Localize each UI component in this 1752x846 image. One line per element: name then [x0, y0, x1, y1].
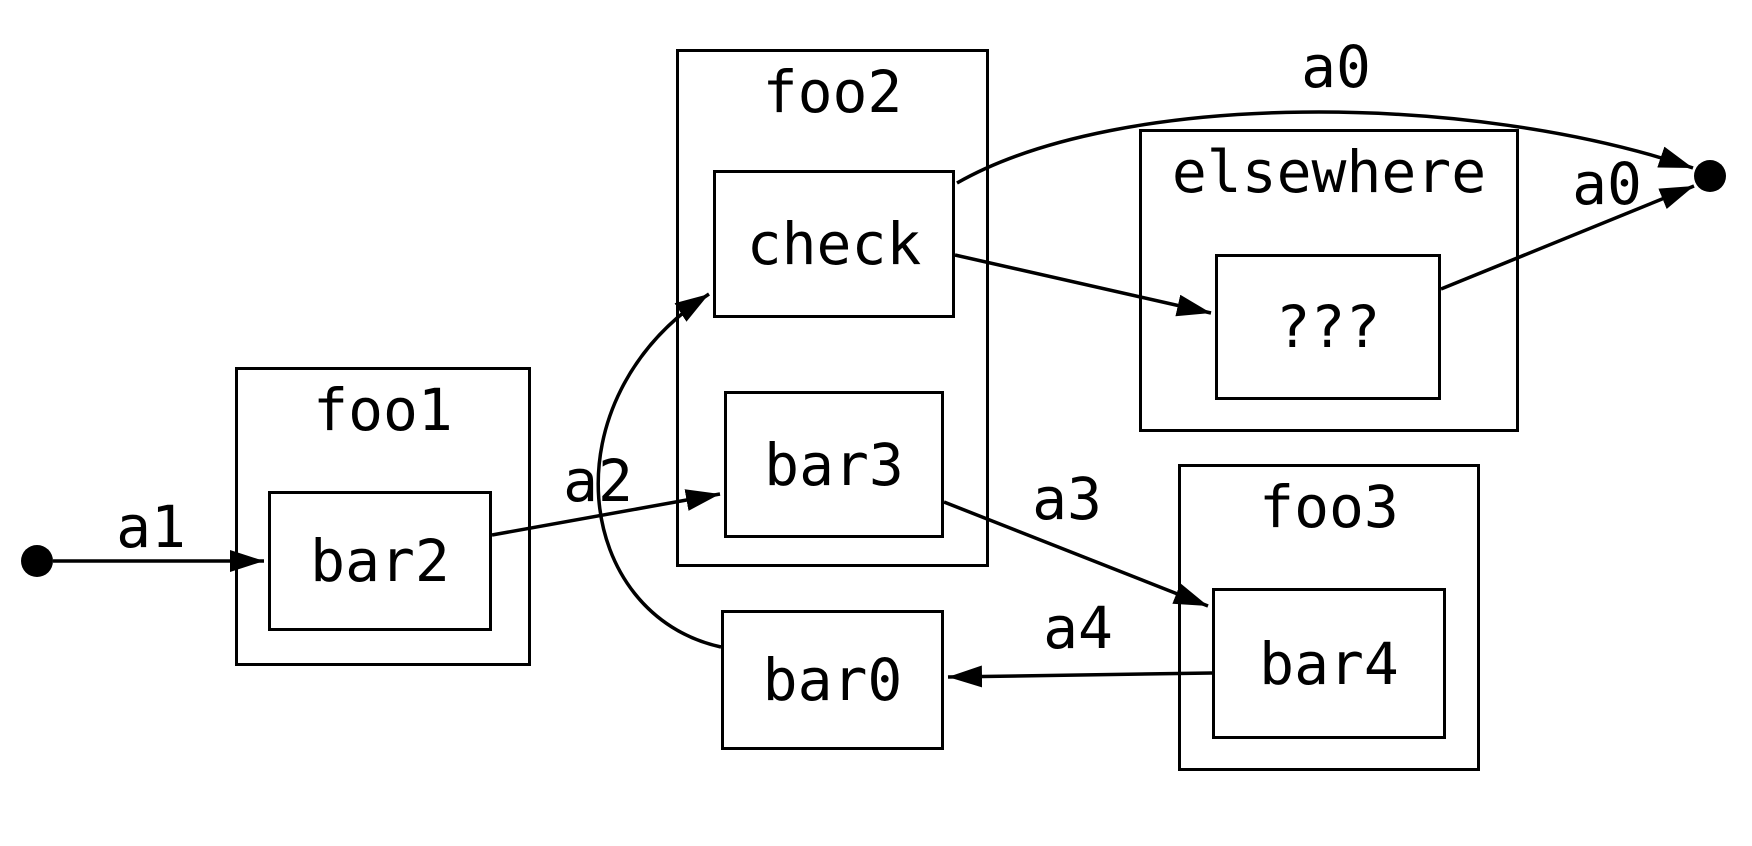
- node-unknown-label: ???: [1275, 293, 1381, 361]
- edge-label-a4: a4: [1043, 594, 1113, 662]
- cluster-elsewhere: elsewhere: [1139, 129, 1519, 432]
- node-unknown: ???: [1215, 254, 1441, 400]
- node-check: check: [713, 170, 955, 318]
- edge-label-a0-top: a0: [1301, 33, 1371, 101]
- edge-label-a0-right: a0: [1572, 150, 1642, 218]
- node-bar4-label: bar4: [1259, 629, 1399, 698]
- node-bar0-label: bar0: [762, 646, 903, 714]
- start-terminal-dot: [21, 545, 53, 577]
- edge-a0-top: [956, 110, 1694, 185]
- cluster-foo3-label: foo3: [1259, 473, 1399, 541]
- edge-label-a2: a2: [563, 447, 633, 515]
- node-bar4: bar4: [1212, 588, 1446, 739]
- cluster-foo2-label: foo2: [762, 58, 903, 126]
- node-bar3-label: bar3: [764, 430, 904, 499]
- node-bar2: bar2: [268, 491, 492, 631]
- edge-a0-right: [1440, 184, 1695, 291]
- node-bar0: bar0: [721, 610, 944, 750]
- node-bar3: bar3: [724, 391, 944, 538]
- cluster-elsewhere-label: elsewhere: [1171, 138, 1487, 206]
- edge-a4: [947, 665, 1213, 688]
- edge-bar0-to-check: [596, 292, 722, 649]
- node-bar2-label: bar2: [310, 527, 450, 595]
- cluster-foo1-label: foo1: [313, 376, 453, 444]
- cluster-foo2: foo2: [676, 49, 989, 567]
- end-terminal-dot: [1694, 160, 1726, 192]
- cluster-foo3: foo3: [1178, 464, 1480, 771]
- edge-label-a1: a1: [116, 493, 186, 561]
- edge-check-to-unknown: [954, 253, 1212, 317]
- edge-label-a3: a3: [1032, 465, 1102, 533]
- cluster-foo1: foo1: [235, 367, 531, 666]
- node-check-label: check: [746, 210, 922, 278]
